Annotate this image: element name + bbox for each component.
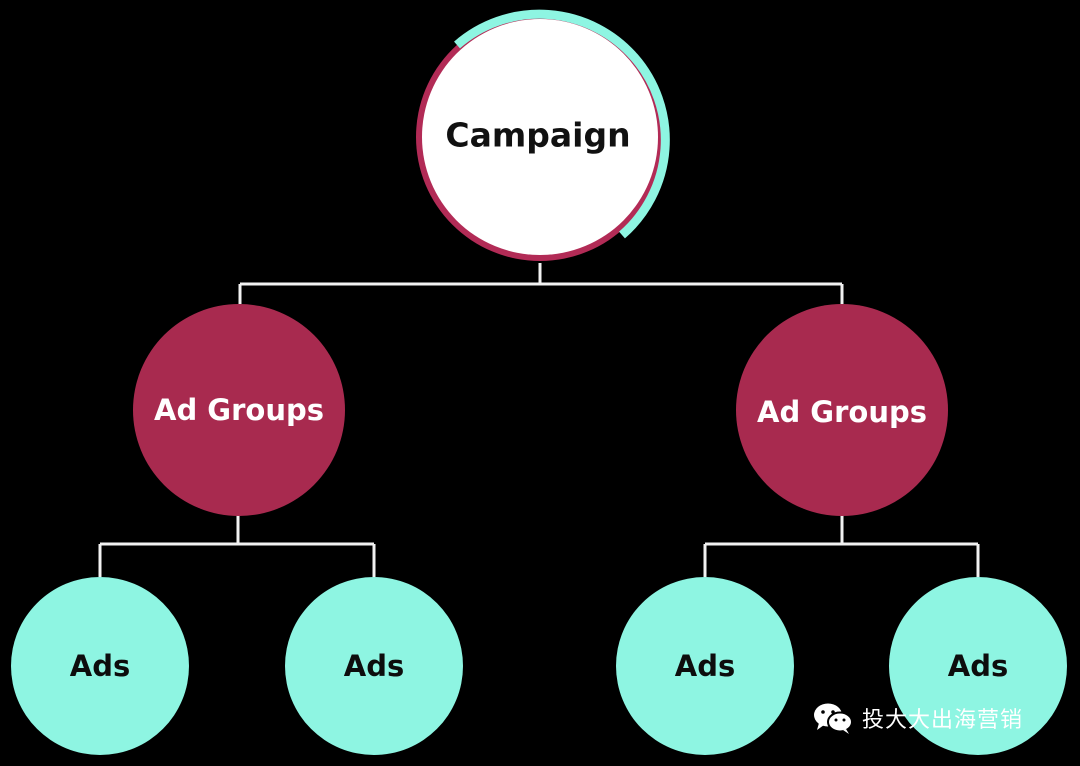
ads-node-1: Ads <box>11 577 189 755</box>
ads-label: Ads <box>70 649 130 683</box>
campaign-node: Campaign <box>416 9 670 261</box>
ads-node-2: Ads <box>285 577 463 755</box>
ads-node-4: Ads <box>889 577 1067 755</box>
ads-circle <box>11 577 189 755</box>
campaign-circle <box>422 19 658 255</box>
adgroup-circle <box>736 304 948 516</box>
ads-circle <box>616 577 794 755</box>
ads-circle <box>889 577 1067 755</box>
watermark-text: 投大大出海营销 <box>862 708 1024 733</box>
adgroup-node-right: Ad Groups <box>736 304 948 516</box>
campaign-ring-teal-arc <box>454 9 670 239</box>
adgroup-circle <box>133 304 345 516</box>
ads-label: Ads <box>675 649 735 683</box>
adgroup-label: Ad Groups <box>757 395 927 429</box>
campaign-label: Campaign <box>445 116 630 155</box>
watermark: 投大大出海营销 <box>812 698 1023 738</box>
adgroup-node-left: Ad Groups <box>133 304 345 516</box>
wechat-icon <box>812 700 854 736</box>
ads-label: Ads <box>948 649 1008 683</box>
ads-label: Ads <box>344 649 404 683</box>
ads-node-3: Ads <box>616 577 794 755</box>
adgroup-label: Ad Groups <box>154 393 324 427</box>
connector-lines <box>98 263 980 577</box>
ads-circle <box>285 577 463 755</box>
